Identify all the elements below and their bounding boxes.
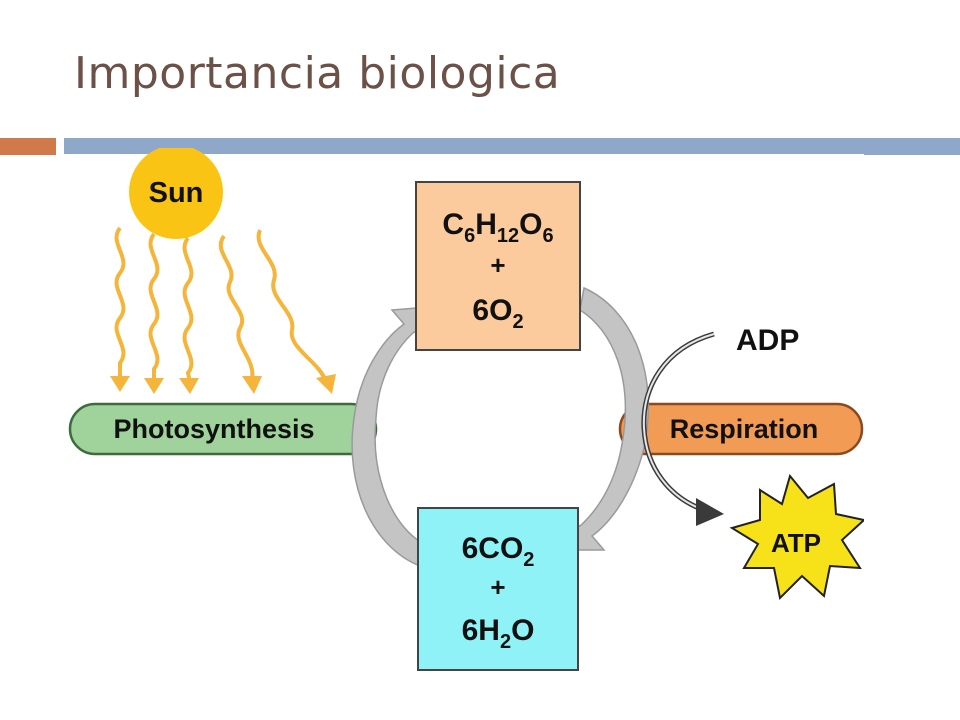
respiration-label: Respiration [670,414,819,444]
top-box-plus: + [490,250,505,280]
water-formula: 6H2O [462,614,535,653]
accent-bar-orange [0,138,56,155]
cycle-arrows [351,286,650,568]
atp-starburst: ATP [729,473,864,601]
glucose-oxygen-box: C6H12O6 + 6O2 [415,181,581,351]
sun-label: Sun [149,177,204,209]
glucose-formula: C6H12O6 [442,208,553,247]
sun-icon: Sun [129,148,223,239]
photosynthesis-label: Photosynthesis [113,414,314,444]
adp-label: ADP [736,324,799,357]
accent-bar-blue [64,138,864,155]
photosynthesis-pill: Photosynthesis [68,402,378,456]
adp-atp-arrow [641,331,724,526]
accent-bar-blue-right [864,138,960,155]
sun-rays [114,226,328,383]
bottom-box-plus: + [490,572,505,602]
slide-title: Importancia biologica [74,48,561,99]
photosynthesis-respiration-diagram: Sun Photosynthesis Respiration ADP [64,148,864,688]
carbon-dioxide-formula: 6CO2 [462,532,535,571]
atp-label: ATP [771,528,821,558]
carbon-dioxide-water-box: 6CO2 + 6H2O [417,507,579,671]
respiration-pill: Respiration [618,402,864,456]
sun-ray-arrowheads [110,374,336,394]
